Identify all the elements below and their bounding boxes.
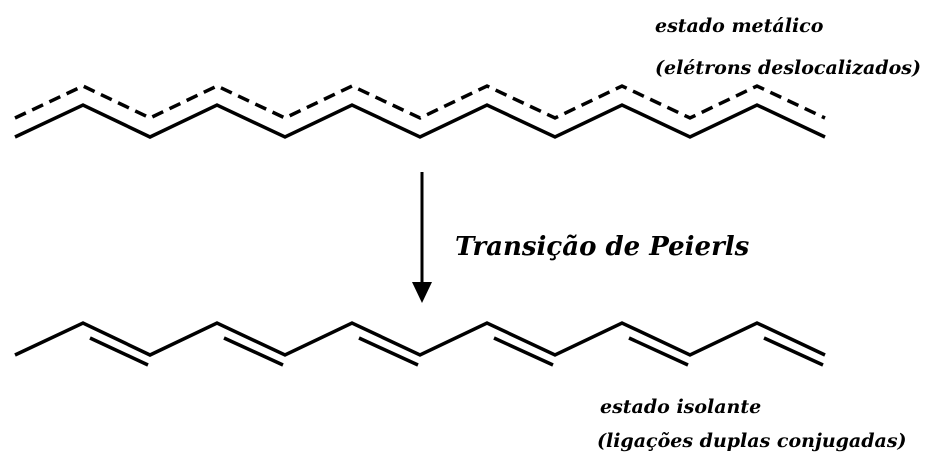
insulating-chain-backbone (14, 321, 826, 357)
transition-arrow-head (412, 282, 432, 303)
metallic-state-subtitle: (elétrons deslocalizados) (655, 57, 921, 79)
transition-label: Transição de Peierls (455, 232, 750, 262)
double-bond (358, 336, 419, 367)
double-bond (628, 336, 689, 367)
metallic-chain-delocalized-bonds (14, 84, 826, 120)
double-bond (223, 336, 284, 367)
double-bond (89, 336, 149, 367)
insulating-state-title: estado isolante (600, 396, 761, 418)
insulating-state-subtitle: (ligações duplas conjugadas) (597, 430, 907, 452)
double-bond (763, 336, 824, 367)
double-bond (493, 336, 554, 367)
metallic-chain (14, 84, 826, 139)
metallic-chain-sigma-backbone (14, 103, 826, 139)
transition-arrow (412, 172, 432, 303)
insulating-chain (14, 321, 826, 367)
metallic-state-title: estado metálico (655, 15, 824, 37)
